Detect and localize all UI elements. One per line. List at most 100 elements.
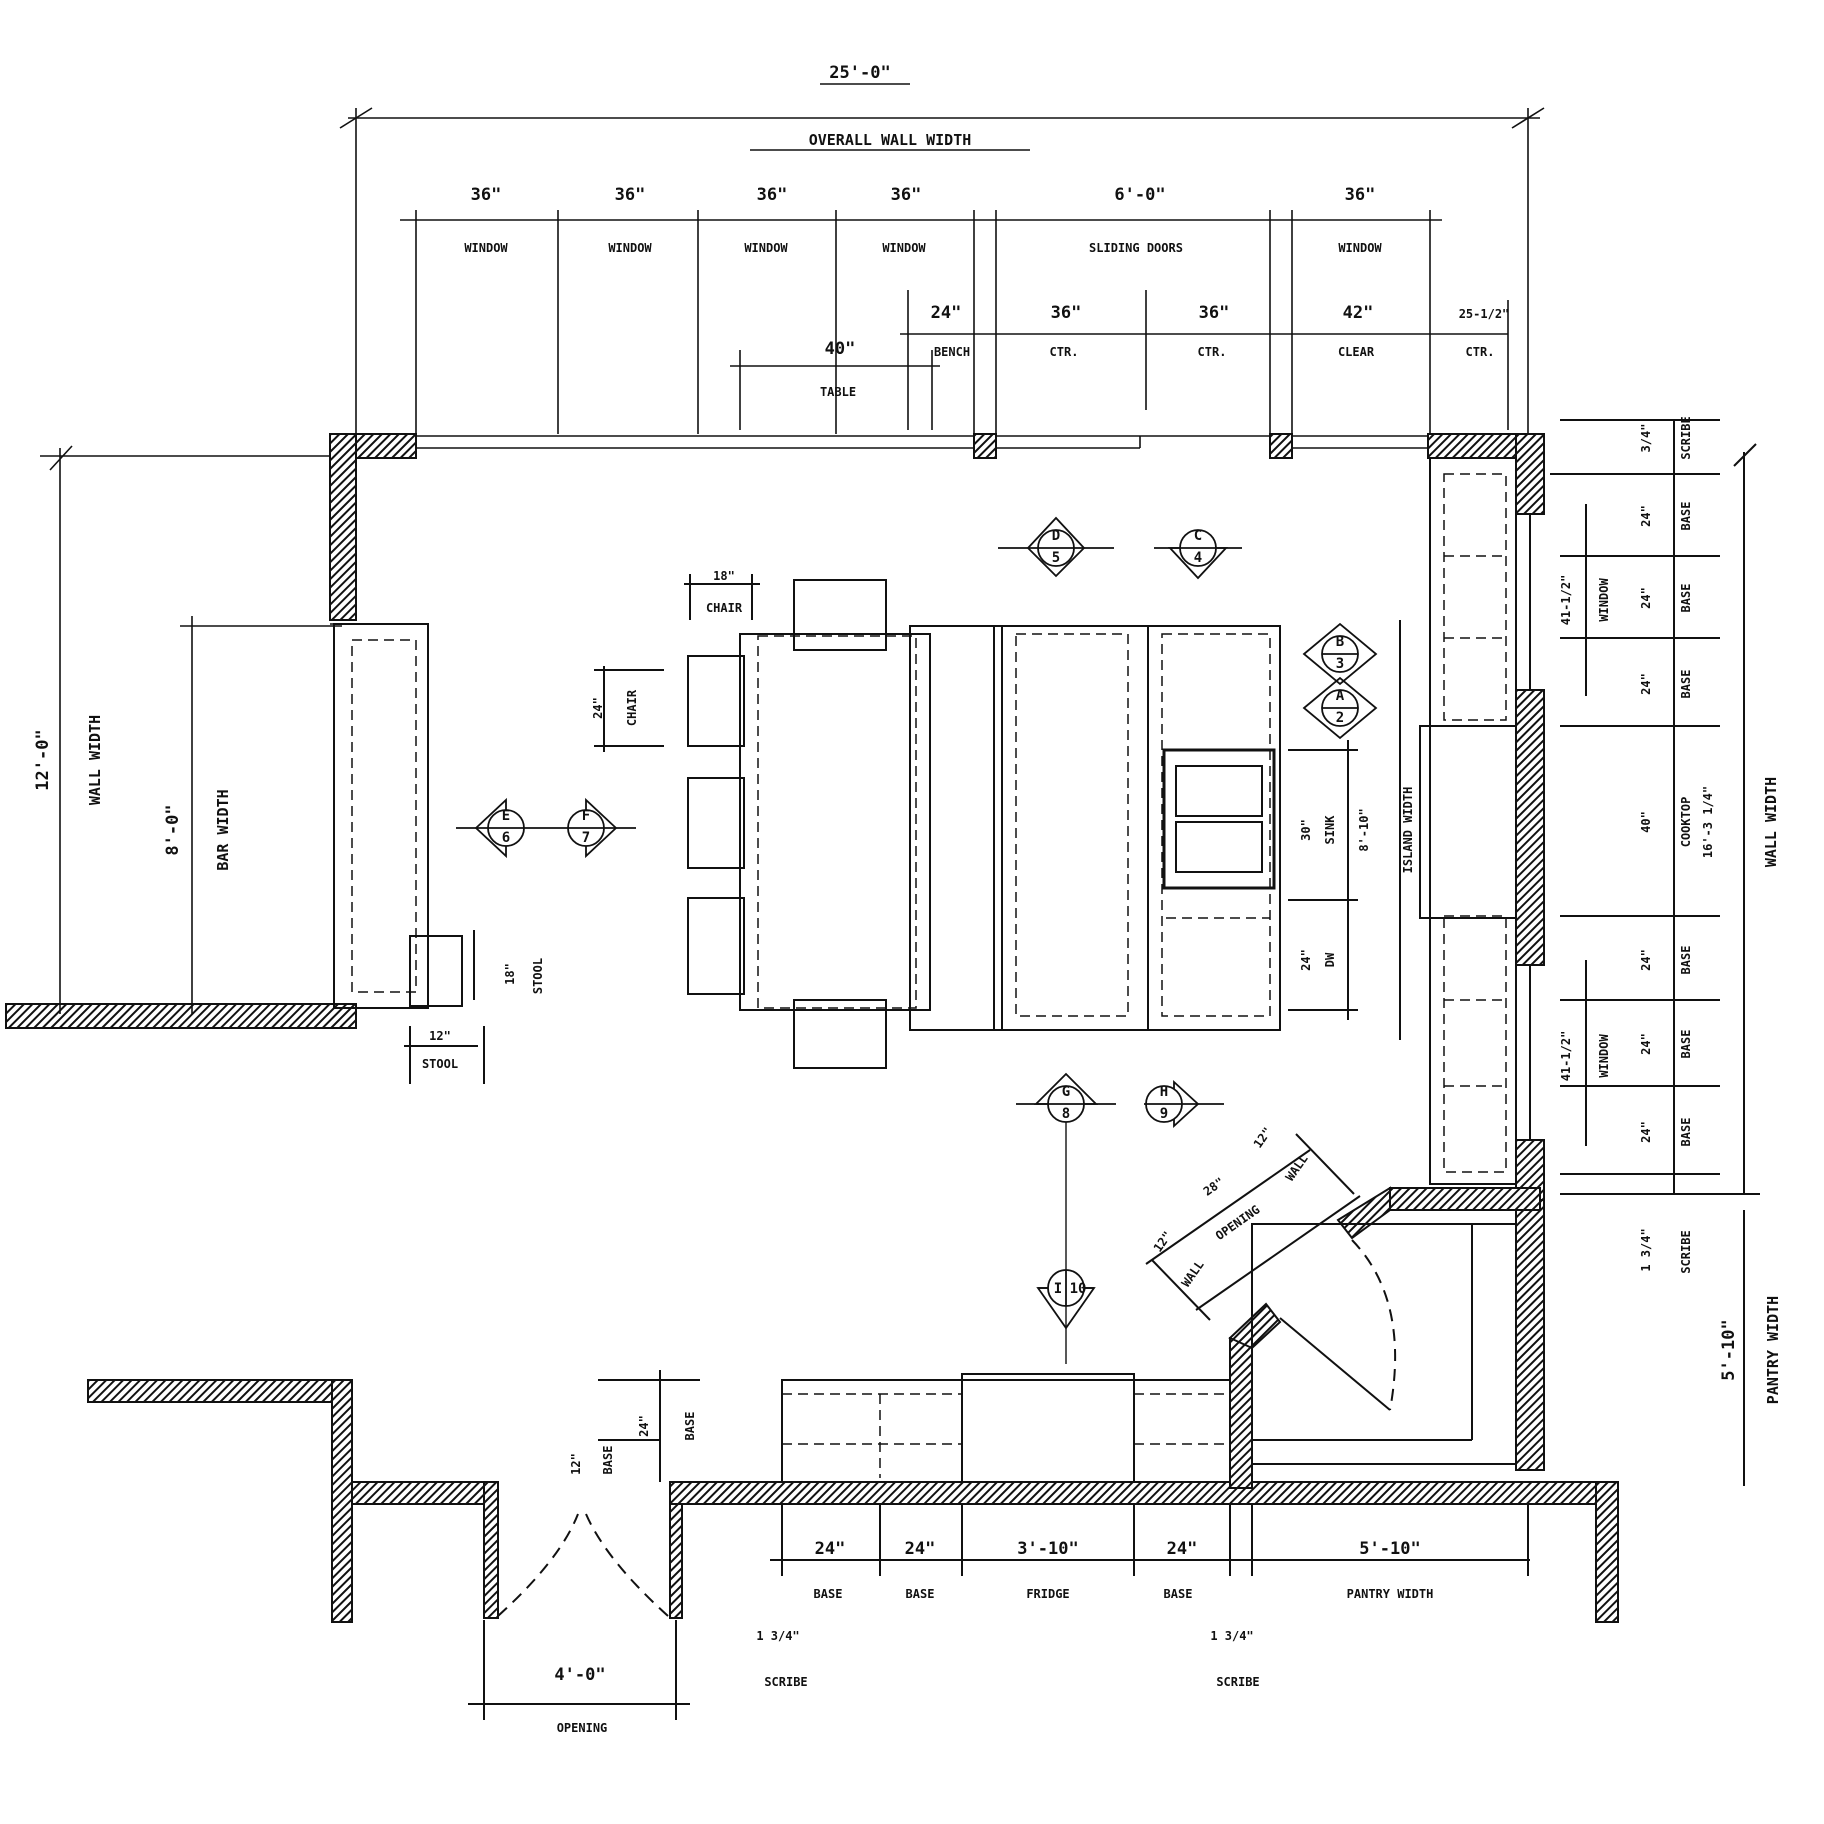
opening-dim-4: 36" <box>891 185 922 205</box>
right-cooktop-label: COOKTOP <box>1679 797 1693 848</box>
wall-bottom-main <box>669 1481 1619 1505</box>
wall-bottom-left-top <box>87 1379 353 1403</box>
bottom-dim-5: 5'-10" <box>1359 1539 1420 1559</box>
right-base-label-2: BASE <box>1679 584 1693 613</box>
right-base-label-6: BASE <box>1679 1118 1693 1147</box>
right-base-label-1: BASE <box>1679 502 1693 531</box>
scribe-left-label: SCRIBE <box>764 1675 807 1689</box>
clear-dim-3: 36" <box>1199 303 1230 323</box>
dw-dim: 24" <box>1299 949 1313 971</box>
sink2-dim: 8'-10" <box>1357 808 1371 851</box>
opening-label-1: WINDOW <box>464 241 508 255</box>
marker-i-letter: I <box>1054 1281 1062 1297</box>
wall-bottom-door-left <box>351 1481 485 1505</box>
island-labels: 30" SINK 8'-10" 24" DW ISLAND WIDTH <box>1299 787 1415 971</box>
wall-right-upper <box>1515 433 1545 515</box>
entry-door-swing-right <box>585 1513 669 1617</box>
bottom-dim-4: 24" <box>1167 1539 1198 1559</box>
opening-label-2: WINDOW <box>608 241 652 255</box>
right-base-dim-6: 24" <box>1639 1121 1653 1143</box>
opening-dim-3: 36" <box>757 185 788 205</box>
marker-g-num: 8 <box>1062 1106 1070 1122</box>
right-base-label-5: BASE <box>1679 1030 1693 1059</box>
opening-label: OPENING <box>557 1721 608 1735</box>
bottom-dim-1: 24" <box>815 1539 846 1559</box>
top-labels: 25'-0" OVERALL WALL WIDTH 36" WINDOW 36"… <box>464 63 1509 399</box>
window2-label: WINDOW <box>1597 1034 1611 1078</box>
marker-d <box>998 516 1114 578</box>
marker-e-letter: E <box>502 808 510 824</box>
wall-pantry-diag-1 <box>1336 1186 1391 1240</box>
bar-label: BAR WIDTH <box>214 789 232 870</box>
pd-w2-dim: 12" <box>1251 1125 1275 1151</box>
section-markers <box>456 516 1378 1364</box>
window2-dim: 41-1/2" <box>1559 1031 1573 1082</box>
clear-label-5: CTR. <box>1466 345 1495 359</box>
bottom-label-1: BASE <box>814 1587 843 1601</box>
opening-dim-1: 36" <box>471 185 502 205</box>
stool-dim: 18" <box>503 963 517 985</box>
wall-pantry-right <box>1515 1199 1545 1471</box>
right-base-dim-2: 24" <box>1639 587 1653 609</box>
clear-dim-5: 25-1/2" <box>1459 307 1510 321</box>
island-label: ISLAND WIDTH <box>1401 787 1415 874</box>
marker-g <box>1016 1072 1116 1364</box>
bottom-counters <box>468 1370 1530 1720</box>
sink-dim: 30" <box>1299 819 1313 841</box>
stool-labels: 18" STOOL 12" STOOL <box>422 958 545 1071</box>
pantry-door-labels: 12" WALL 28" OPENING 12" WALL <box>1151 1125 1311 1290</box>
pd-w2-label: WALL <box>1283 1152 1311 1184</box>
clear-dim-2: 36" <box>1051 303 1082 323</box>
wall-right-mid <box>1515 689 1545 966</box>
clear-label-1: BENCH <box>934 345 970 359</box>
chair-labels: 18" CHAIR 24" CHAIR <box>591 569 743 726</box>
opening-label-4: WINDOW <box>882 241 926 255</box>
opening-label-5: SLIDING DOORS <box>1089 241 1183 255</box>
marker-e <box>456 797 636 859</box>
base-big-dim: 24" <box>637 1415 651 1437</box>
marker-text: A 2 B 3 C 4 D 5 E 6 F 7 G 8 H 9 I 10 <box>502 528 1345 1297</box>
marker-b-num: 3 <box>1336 656 1344 672</box>
overall-dim: 25'-0" <box>829 63 890 83</box>
marker-d-letter: D <box>1052 528 1060 544</box>
clear-dim-1: 24" <box>931 303 962 323</box>
right-scribe-dim: 3/4" <box>1639 424 1653 453</box>
wall-bottom-door-jamb <box>483 1481 499 1619</box>
dw-label: DW <box>1323 952 1337 967</box>
pantry-dim: 5'-10" <box>1719 1319 1739 1380</box>
scribe-right-label: SCRIBE <box>1216 1675 1259 1689</box>
chair-bottom <box>793 999 887 1069</box>
dining-table <box>594 574 931 1069</box>
marker-a <box>1302 676 1378 740</box>
scribe-left-dim: 1 3/4" <box>756 1629 799 1643</box>
walls <box>5 433 1619 1623</box>
right-base-label-4: BASE <box>1679 946 1693 975</box>
right-base-dim-3: 24" <box>1639 673 1653 695</box>
right-labels: 3/4" SCRIBE 24" BASE 24" BASE 24" BASE 4… <box>1559 416 1782 1404</box>
bar-dim: 8'-0" <box>163 804 183 855</box>
marker-f <box>567 797 618 859</box>
base-small-dim: 12" <box>569 1453 583 1475</box>
scribe-right-dim: 1 3/4" <box>1210 1629 1253 1643</box>
left-dimensions <box>49 445 422 1014</box>
wall-bottom-right-return <box>1595 1481 1619 1623</box>
left-wall-dim: 12'-0" <box>33 729 53 790</box>
bar-counter <box>333 623 485 1084</box>
stool2-dim: 12" <box>429 1029 451 1043</box>
island-sink <box>1162 748 1276 890</box>
stool2-label: STOOL <box>422 1057 458 1071</box>
opening-dim: 4'-0" <box>554 1665 605 1685</box>
wall-left-lower <box>5 1003 357 1029</box>
right-cooktop-dim: 40" <box>1639 811 1653 833</box>
clear-label-4: CLEAR <box>1338 345 1375 359</box>
bottom-dim-3: 3'-10" <box>1017 1539 1078 1559</box>
window1-label: WINDOW <box>1597 578 1611 622</box>
marker-h-num: 9 <box>1160 1106 1168 1122</box>
clear-label-2: CTR. <box>1050 345 1079 359</box>
kitchen-island <box>909 620 1401 1040</box>
overall-label: OVERALL WALL WIDTH <box>809 131 972 149</box>
clear-dim-4: 42" <box>1343 303 1374 323</box>
left-labels: 12'-0" WALL WIDTH 8'-0" BAR WIDTH <box>33 715 232 871</box>
wall-left-upper <box>329 433 357 621</box>
